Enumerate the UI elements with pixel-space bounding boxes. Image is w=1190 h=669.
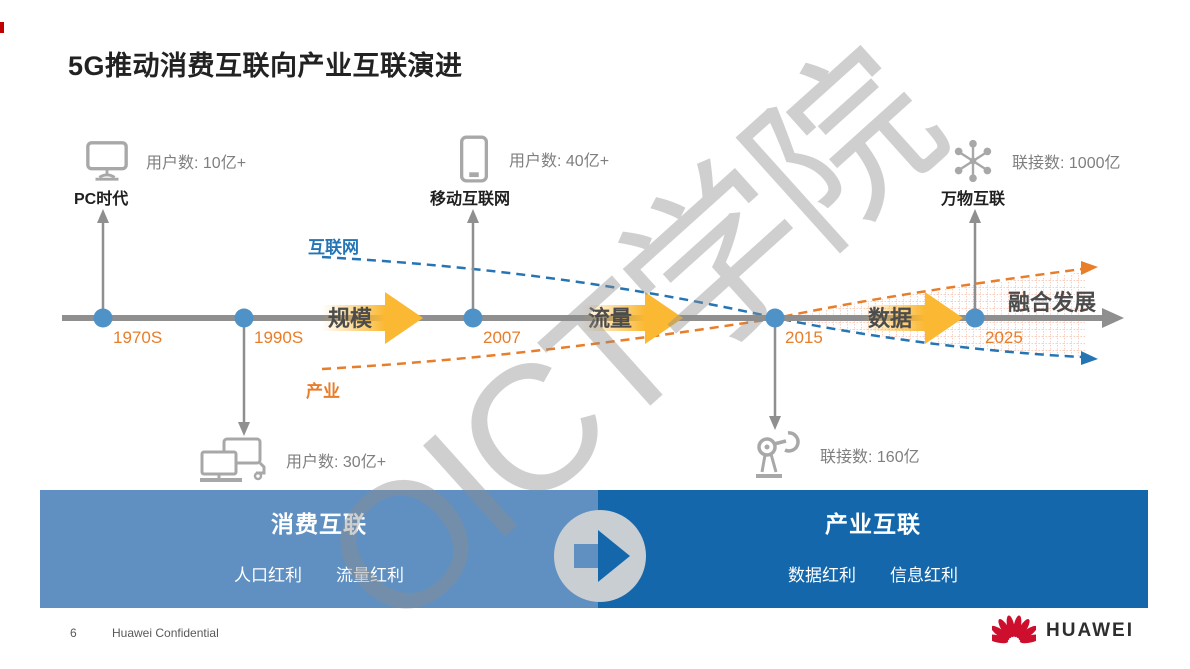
stage-arrow-scale: 规模 — [322, 292, 423, 344]
industry-curve — [321, 267, 1083, 371]
milestone-pc-era-label: PC时代 — [74, 191, 129, 208]
stage-arrow-traffic-label: 流量 — [588, 306, 632, 331]
industry-bonus-information: 信息红利 — [890, 566, 958, 585]
year-1970s: 1970S — [113, 328, 163, 347]
connector-arrowheads-up — [97, 209, 981, 223]
page-number: 6 — [70, 626, 77, 640]
timeline-dots — [93, 308, 985, 328]
internet-curve — [321, 255, 1083, 359]
confidential-note: Huawei Confidential — [112, 626, 219, 640]
dot-1990s — [234, 308, 254, 328]
dot-2007 — [463, 308, 483, 328]
year-2007: 2007 — [483, 328, 521, 347]
milestone-mobile-internet-label: 移动互联网 — [430, 191, 511, 208]
milestone-desktop-internet: 用户数: 30亿+ — [198, 436, 386, 484]
year-2025: 2025 — [985, 328, 1023, 347]
consumer-internet-band: 消费互联 人口红利 流量红利 — [40, 490, 598, 608]
fusion-label: 融合发展 — [1008, 290, 1097, 315]
milestone-desktop-internet-stat: 用户数: 30亿+ — [286, 454, 387, 471]
year-2015: 2015 — [785, 328, 823, 347]
consumer-bonus-traffic: 流量红利 — [336, 566, 404, 585]
stage-arrow-traffic: 流量 — [582, 292, 683, 344]
connector-lines-down — [242, 327, 777, 424]
smartphone-icon — [459, 135, 489, 183]
connector-arrowheads-down — [238, 416, 781, 436]
milestone-robot-stat: 联接数: 160亿 — [820, 449, 920, 466]
network-hub-icon — [954, 139, 992, 183]
industry-bonus-data: 数据红利 — [788, 566, 856, 585]
right-arrow-in-circle-icon — [554, 510, 646, 602]
industry-curve-arrowhead — [1081, 261, 1098, 275]
dot-2025 — [965, 308, 985, 328]
timeline-axis-arrowhead — [1102, 308, 1124, 328]
milestone-iot-label: 万物互联 — [941, 191, 1006, 208]
huawei-flower-icon — [992, 615, 1036, 644]
stage-arrow-data: 数据 — [862, 292, 963, 344]
huawei-logo: HUAWEI — [992, 614, 1134, 648]
milestone-iot: 联接数: 1000亿 — [950, 138, 1121, 184]
connector-lines-up — [101, 221, 977, 309]
industry-internet-band: 产业互联 数据红利 信息红利 — [598, 490, 1148, 608]
milestone-pc-era: 用户数: 10亿+ — [84, 138, 246, 184]
dual-computers-icon — [200, 437, 266, 482]
huawei-wordmark: HUAWEI — [1046, 620, 1134, 641]
milestone-mobile-internet-stat: 用户数: 40亿+ — [509, 153, 610, 170]
milestone-iot-stat: 联接数: 1000亿 — [1012, 155, 1121, 172]
page-edge-marker — [0, 22, 4, 33]
robot-arm-icon — [756, 431, 800, 478]
industry-curve-label: 产业 — [306, 382, 340, 401]
dot-1970s — [93, 308, 113, 328]
stage-arrow-data-label: 数据 — [868, 306, 912, 331]
year-1990s: 1990S — [254, 328, 304, 347]
slide-title: 5G推动消费互联向产业互联演进 — [68, 51, 463, 81]
consumer-internet-title: 消费互联 — [271, 511, 367, 537]
industry-internet-title: 产业互联 — [825, 511, 921, 537]
stage-arrow-scale-label: 规模 — [328, 306, 373, 331]
milestone-mobile-internet: 用户数: 40亿+ — [455, 134, 609, 184]
consumer-bonus-population: 人口红利 — [234, 566, 302, 585]
desktop-monitor-icon — [86, 141, 128, 181]
internet-curve-arrowhead — [1081, 351, 1098, 365]
internet-curve-label: 互联网 — [308, 238, 359, 257]
milestone-robot: 联接数: 160亿 — [752, 428, 920, 482]
milestone-pc-era-stat: 用户数: 10亿+ — [146, 155, 247, 172]
dot-2015 — [765, 308, 785, 328]
